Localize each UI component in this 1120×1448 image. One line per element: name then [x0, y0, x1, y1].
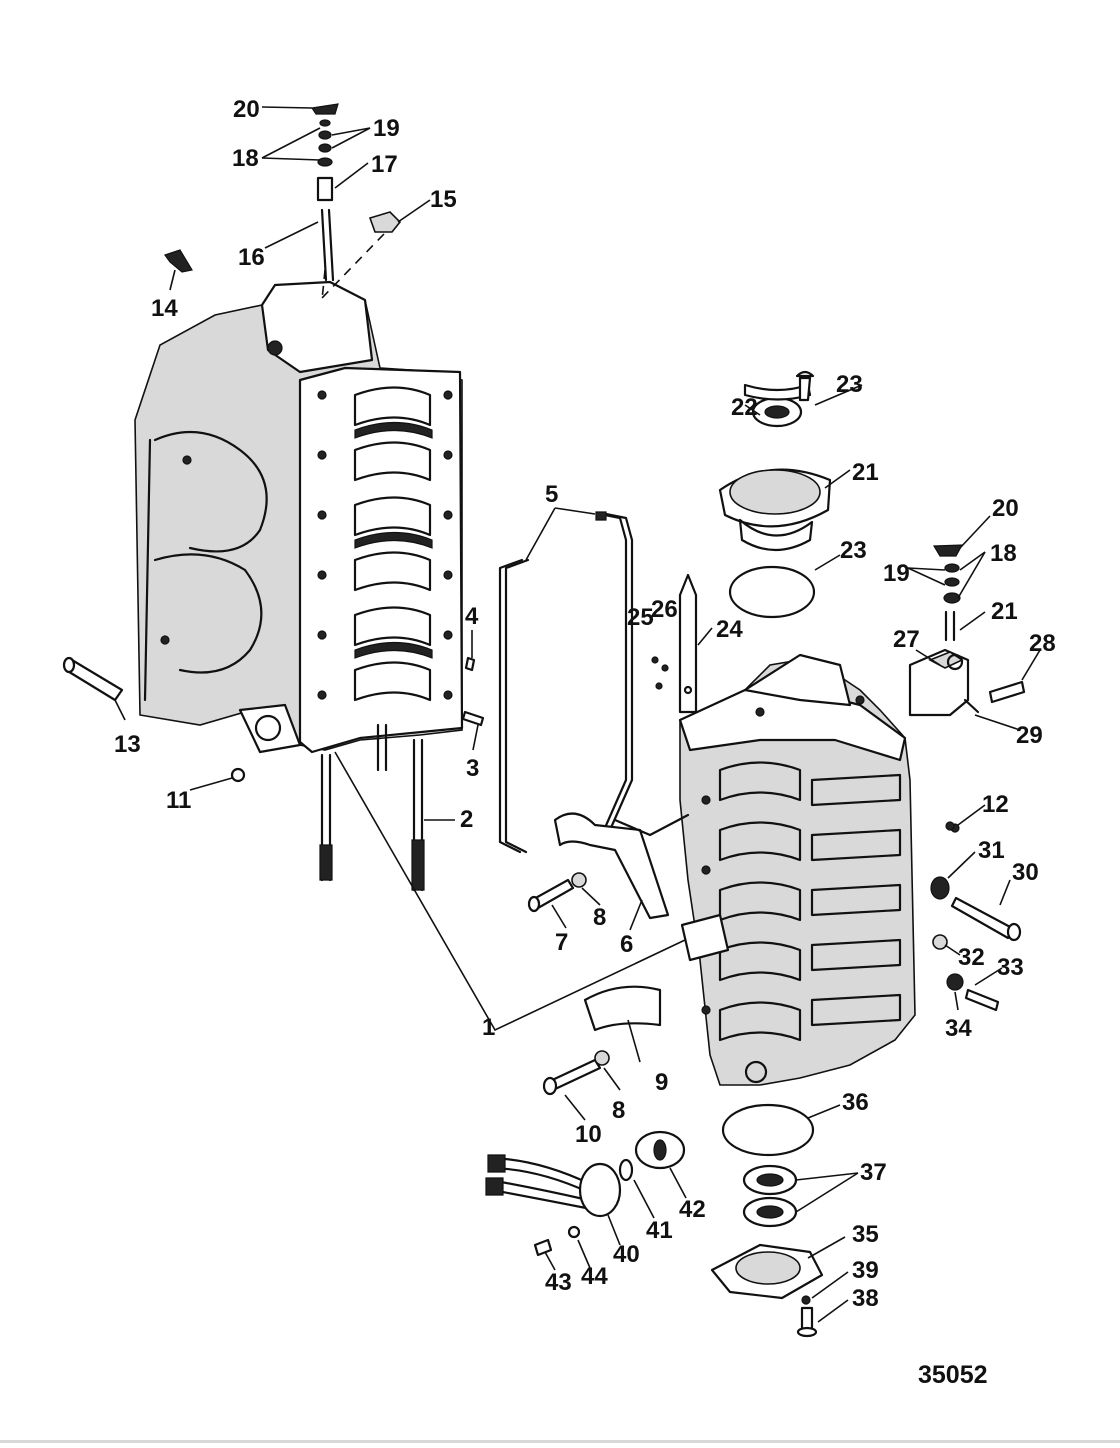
part-25-26-27	[651, 573, 698, 714]
page-bottom-rule	[0, 1440, 1120, 1443]
callout: 1	[482, 1014, 495, 1041]
callout: 31	[978, 837, 1005, 864]
callout: 20	[992, 495, 1019, 522]
callout: 28	[1029, 630, 1056, 657]
callout: 8	[593, 904, 606, 931]
callout: 5	[545, 481, 558, 508]
callout: 44	[581, 1263, 608, 1290]
callout: 3	[466, 755, 479, 782]
callout: 18	[990, 540, 1017, 567]
callout-labels: 20 19 18 17 15 16 14 13 11 2 3 4 5 1 7 8…	[114, 96, 1056, 1312]
callout: 23	[840, 537, 867, 564]
part-5-seal	[498, 511, 634, 854]
callout: 20	[233, 96, 260, 123]
callout: 12	[982, 791, 1009, 818]
callout: 7	[555, 929, 568, 956]
thermostat-stack-top	[310, 103, 339, 282]
callout: 17	[371, 151, 398, 178]
callout: 36	[842, 1089, 869, 1116]
callout: 21	[852, 459, 879, 486]
part-2-studs	[319, 723, 425, 892]
leader-lines	[114, 106, 1041, 1323]
thermostat-stack-right	[908, 544, 1026, 717]
part-32-36	[930, 823, 1022, 1012]
callout: 6	[620, 931, 633, 958]
callout: 37	[860, 1159, 887, 1186]
callout: 8	[612, 1097, 625, 1124]
alignment-line-top	[321, 269, 326, 301]
callout: 19	[883, 560, 910, 587]
callout: 39	[852, 1257, 879, 1284]
callout: 42	[679, 1196, 706, 1223]
part-22-23-24-top-housing	[718, 370, 832, 619]
callout: 22	[731, 394, 758, 421]
part-14-clip	[164, 249, 193, 273]
crankcase-right	[678, 653, 916, 1086]
callout: 40	[613, 1241, 640, 1268]
callout: 35	[852, 1221, 879, 1248]
callout: 21	[991, 598, 1018, 625]
part-13-dowel	[62, 656, 124, 702]
callout: 25	[627, 604, 654, 631]
callout: 2	[460, 806, 473, 833]
callout: 41	[646, 1217, 673, 1244]
part-15-plug	[368, 211, 402, 233]
callout: 26	[651, 596, 678, 623]
part-42-46-harness	[485, 1130, 686, 1257]
part-11-washer	[230, 767, 246, 783]
part-12-pin	[945, 821, 955, 831]
callout: 30	[1012, 859, 1039, 886]
figure-number: 35052	[918, 1361, 988, 1389]
callout: 29	[1016, 722, 1043, 749]
part-6-part-9-caps	[553, 812, 690, 1032]
part-3-part-4-dowels	[461, 656, 485, 727]
callout: 19	[373, 115, 400, 142]
callout: 4	[465, 603, 479, 630]
callout: 23	[836, 371, 863, 398]
callout: 14	[151, 295, 178, 322]
callout: 18	[232, 145, 259, 172]
part-37-41-bottom	[710, 1103, 824, 1338]
callout: 13	[114, 731, 141, 758]
callout: 43	[545, 1269, 572, 1296]
part-8-nuts	[571, 872, 610, 1066]
callout: 24	[716, 616, 743, 643]
cylinder-block-left	[134, 280, 464, 754]
callout: 32	[958, 944, 985, 971]
part-7-part-10-bolts	[527, 878, 602, 1096]
callout: 10	[575, 1121, 602, 1148]
part-1-bracket	[334, 751, 686, 1032]
callout: 16	[238, 244, 265, 271]
callout: 33	[997, 954, 1024, 981]
callout: 27	[893, 626, 920, 653]
callout: 9	[655, 1069, 668, 1096]
callout: 34	[945, 1015, 972, 1042]
callout: 38	[852, 1285, 879, 1312]
callout: 11	[166, 787, 191, 814]
callout: 15	[430, 186, 457, 213]
